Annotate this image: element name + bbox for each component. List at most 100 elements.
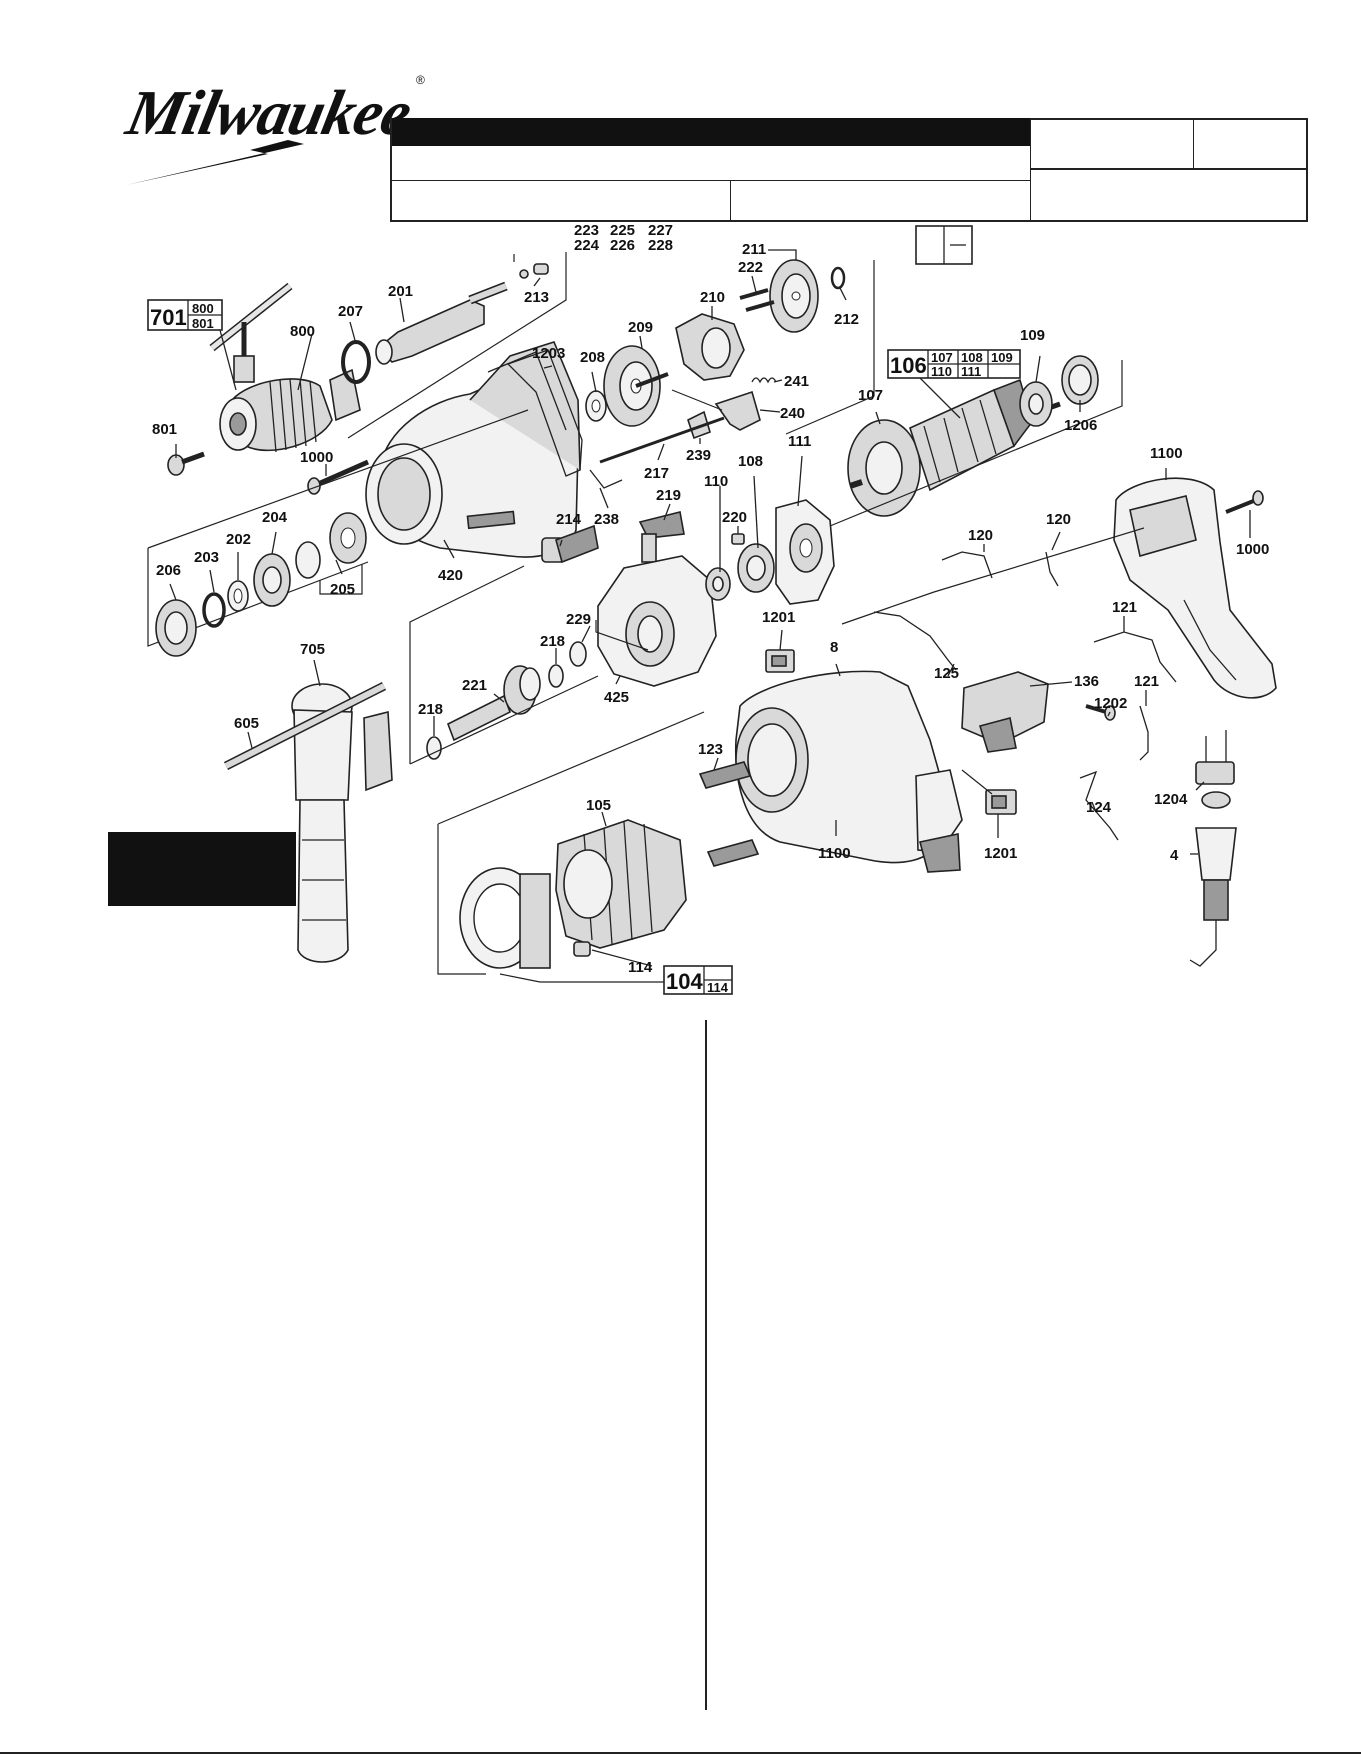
label-1203: 1203: [532, 345, 565, 362]
label-104: 104: [666, 969, 703, 994]
spindle-201: [375, 281, 508, 365]
label-201: 201: [388, 283, 413, 300]
label-120b: 120: [1046, 511, 1071, 528]
label-110: 110: [704, 473, 728, 490]
label-124: 124: [1086, 799, 1112, 816]
wire-125: [873, 611, 957, 671]
label-202: 202: [226, 531, 251, 548]
armature-107: [847, 378, 1061, 517]
lever-239: [687, 410, 711, 440]
wire-121b: [1139, 705, 1149, 761]
label-221: 221: [462, 677, 487, 694]
handle-housing-1100: [1113, 477, 1277, 699]
motor-housing-8: [734, 670, 963, 873]
field-105: [555, 819, 687, 949]
cord-protector-4: [1189, 827, 1237, 967]
washer-208: [585, 390, 607, 422]
label-106-108: 108: [961, 350, 983, 365]
label-121b: 121: [1134, 673, 1159, 690]
label-1100a: 1100: [1150, 445, 1183, 462]
label-223: 223: [574, 222, 599, 239]
label-228: 228: [648, 237, 673, 254]
label-203: 203: [194, 549, 219, 566]
wire-120a: [941, 551, 993, 579]
header-title-bar: [392, 118, 1030, 146]
field-guide-104: [459, 867, 551, 969]
bearing-204: [253, 553, 291, 607]
chuck-key: [209, 282, 293, 383]
washer-229: [569, 641, 587, 667]
label-107: 107: [858, 387, 883, 404]
label-123: 123: [698, 741, 723, 758]
label-225: 225: [610, 222, 635, 239]
wire-124: [1079, 770, 1119, 841]
label-4: 4: [1170, 847, 1179, 864]
label-125: 125: [934, 665, 959, 682]
brush-holder-1201b: [985, 789, 1017, 815]
label-104-114: 114: [707, 980, 729, 995]
label-121a: 121: [1112, 599, 1137, 616]
wire-121a: [1093, 631, 1177, 683]
label-207: 207: [338, 303, 363, 320]
intermediate-housing-425: [597, 555, 717, 687]
label-605: 605: [234, 715, 259, 732]
label-220: 220: [722, 509, 747, 526]
cord-set-1204: [1195, 730, 1235, 809]
header-frame-right: [1306, 118, 1308, 222]
selector-219: [638, 511, 685, 563]
label-214: 214: [556, 511, 582, 528]
label-106-109: 109: [991, 350, 1013, 365]
label-204: 204: [262, 509, 288, 526]
gear-210: [675, 313, 745, 381]
label-1000b: 1000: [1236, 541, 1269, 558]
label-111: 111: [788, 433, 811, 450]
pins-222: [739, 288, 775, 312]
header-frame-top: [1030, 118, 1308, 120]
label-1204: 1204: [1154, 791, 1188, 808]
header-col-divider-1: [730, 180, 731, 220]
label-212: 212: [834, 311, 859, 328]
label-1100b: 1100: [818, 845, 851, 862]
washer-202: [227, 580, 249, 612]
leader-lines: [169, 249, 1251, 855]
brush-123: [698, 761, 760, 867]
gear-211: [769, 259, 819, 333]
screw-1000a: [307, 459, 370, 495]
registered-mark: ®: [416, 73, 425, 87]
label-206: 206: [156, 562, 181, 579]
gear-209: [603, 345, 669, 427]
label-227: 227: [648, 222, 673, 239]
bottom-rule: [0, 1752, 1361, 1754]
label-218a: 218: [540, 633, 565, 650]
label-211: 211: [742, 241, 766, 258]
label-106-110: 110: [931, 364, 952, 379]
label-213: 213: [524, 289, 549, 306]
pinion-221: [446, 665, 541, 742]
pin-220: [731, 533, 745, 545]
part-labels: 223 225 227 224 226 228 213 201 207 800 …: [152, 222, 1269, 976]
index-box: [915, 225, 973, 265]
baffle-111: [775, 499, 835, 605]
label-209: 209: [628, 319, 653, 336]
label-109: 109: [1020, 327, 1045, 344]
label-240: 240: [780, 405, 805, 422]
label-114: 114: [628, 959, 653, 976]
chuck-assembly: [219, 368, 361, 453]
spring-241: [751, 377, 777, 384]
retaining-ring-207: [341, 340, 371, 384]
label-1000a: 1000: [300, 449, 333, 466]
label-425: 425: [604, 689, 629, 706]
bearing-110: [705, 567, 731, 601]
gasket-1203: [506, 349, 583, 477]
label-420: 420: [438, 567, 463, 584]
depth-rod-605: [223, 681, 387, 771]
label-241: 241: [784, 373, 809, 390]
header-frame-mid: [1030, 168, 1308, 170]
pin-213-ball-223: [519, 263, 549, 279]
label-1201b: 1201: [984, 845, 1017, 862]
label-701: 701: [150, 305, 187, 330]
brush-holder-1201a: [765, 649, 795, 673]
label-106-111: 111: [961, 364, 981, 379]
wire-120b: [1045, 551, 1059, 587]
